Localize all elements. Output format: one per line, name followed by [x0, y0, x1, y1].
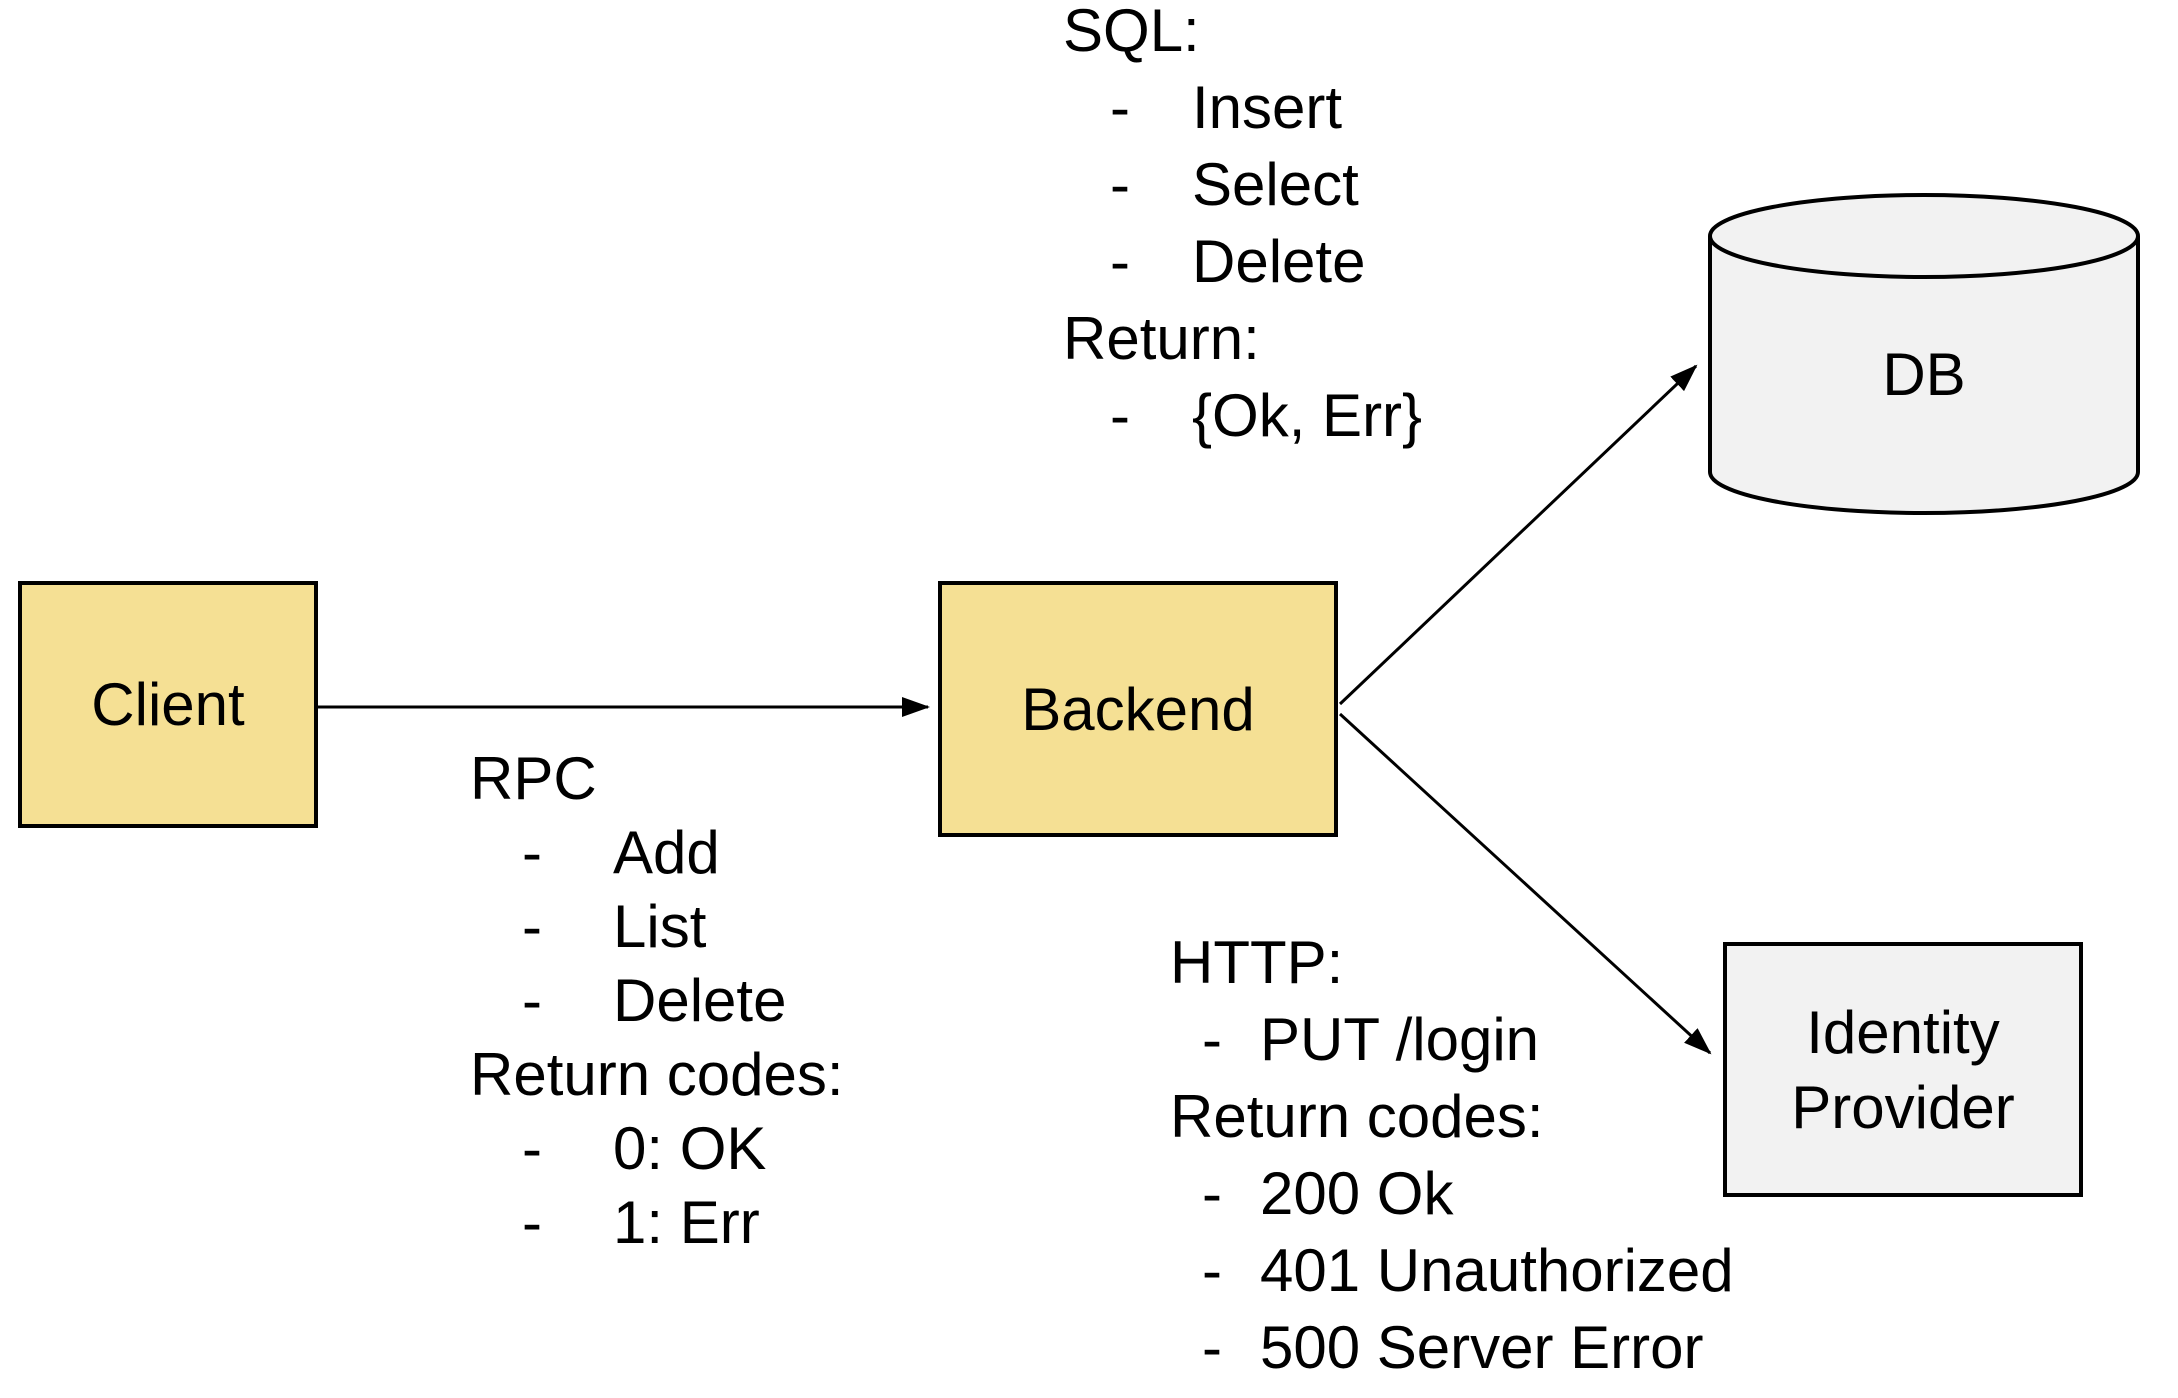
sql-item-text: Insert — [1192, 74, 1343, 141]
http-annotation-item: -200 Ok — [1170, 1155, 1734, 1232]
bullet-dash: - — [1202, 1237, 1222, 1304]
http-annotation-item: -401 Unauthorized — [1170, 1232, 1734, 1309]
rpc-item-text: Delete — [613, 967, 787, 1034]
rpc-annotation-item: - 1: Err — [470, 1186, 844, 1260]
rpc-item-text: Add — [613, 819, 720, 886]
arrow-backend-to-db — [1338, 364, 1698, 706]
rpc-annotation-title: RPC — [470, 745, 597, 812]
rpc-annotation: RPC - Add - List - Delete Return codes: - 0:… — [470, 742, 844, 1260]
identity-provider-node-label: Identity Provider — [1791, 998, 2015, 1141]
http-item-text: 401 Unauthorized — [1260, 1237, 1734, 1304]
db-node-label: DB — [1882, 341, 1966, 408]
rpc-annotation-item: - 0: OK — [470, 1112, 844, 1186]
identity-provider-node: Identity Provider — [1723, 942, 2083, 1197]
sql-item-text: Select — [1192, 151, 1359, 218]
sql-annotation-item: -{Ok, Err} — [1063, 377, 1422, 454]
backend-node-label: Backend — [1021, 675, 1255, 743]
http-annotation-item: -500 Server Error — [1170, 1309, 1734, 1386]
bullet-dash: - — [522, 1115, 542, 1182]
http-annotation-subtitle: Return codes: — [1170, 1083, 1544, 1150]
sql-annotation-item: -Select — [1063, 146, 1422, 223]
sql-item-text: Delete — [1192, 228, 1366, 295]
bullet-dash: - — [522, 1189, 542, 1256]
client-node: Client — [18, 581, 318, 828]
backend-node: Backend — [938, 581, 1338, 837]
bullet-dash: - — [522, 967, 542, 1034]
bullet-dash: - — [1110, 228, 1130, 295]
bullet-dash: - — [1202, 1314, 1222, 1381]
db-cylinder — [1708, 193, 2140, 515]
rpc-annotation-item: - Delete — [470, 964, 844, 1038]
rpc-annotation-subtitle: Return codes: — [470, 1041, 844, 1108]
http-item-text: 200 Ok — [1260, 1160, 1454, 1227]
client-node-label: Client — [91, 671, 245, 738]
http-annotation-title: HTTP: — [1170, 929, 1344, 996]
bullet-dash: - — [1110, 382, 1130, 449]
rpc-annotation-item: - Add — [470, 816, 844, 890]
bullet-dash: - — [1110, 151, 1130, 218]
bullet-dash: - — [522, 819, 542, 886]
sql-annotation-item: -Insert — [1063, 69, 1422, 146]
http-item-text: PUT /login — [1260, 1006, 1540, 1073]
bullet-dash: - — [1202, 1006, 1222, 1073]
bullet-dash: - — [1110, 74, 1130, 141]
rpc-item-text: 0: OK — [613, 1115, 767, 1182]
bullet-dash: - — [1202, 1160, 1222, 1227]
sql-annotation-subtitle: Return: — [1063, 305, 1260, 372]
bullet-dash: - — [522, 893, 542, 960]
sql-annotation-item: -Delete — [1063, 223, 1422, 300]
http-item-text: 500 Server Error — [1260, 1314, 1704, 1381]
http-annotation-item: -PUT /login — [1170, 1001, 1734, 1078]
http-annotation: HTTP: -PUT /login Return codes: -200 Ok … — [1170, 924, 1734, 1386]
arrow-backend-to-idp — [1338, 712, 1712, 1055]
rpc-item-text: List — [613, 893, 707, 960]
rpc-annotation-item: - List — [470, 890, 844, 964]
sql-annotation: SQL: -Insert -Select -Delete Return: -{O… — [1063, 0, 1422, 454]
rpc-item-text: 1: Err — [613, 1189, 760, 1256]
sql-item-text: {Ok, Err} — [1192, 382, 1423, 449]
sql-annotation-title: SQL: — [1063, 0, 1200, 64]
